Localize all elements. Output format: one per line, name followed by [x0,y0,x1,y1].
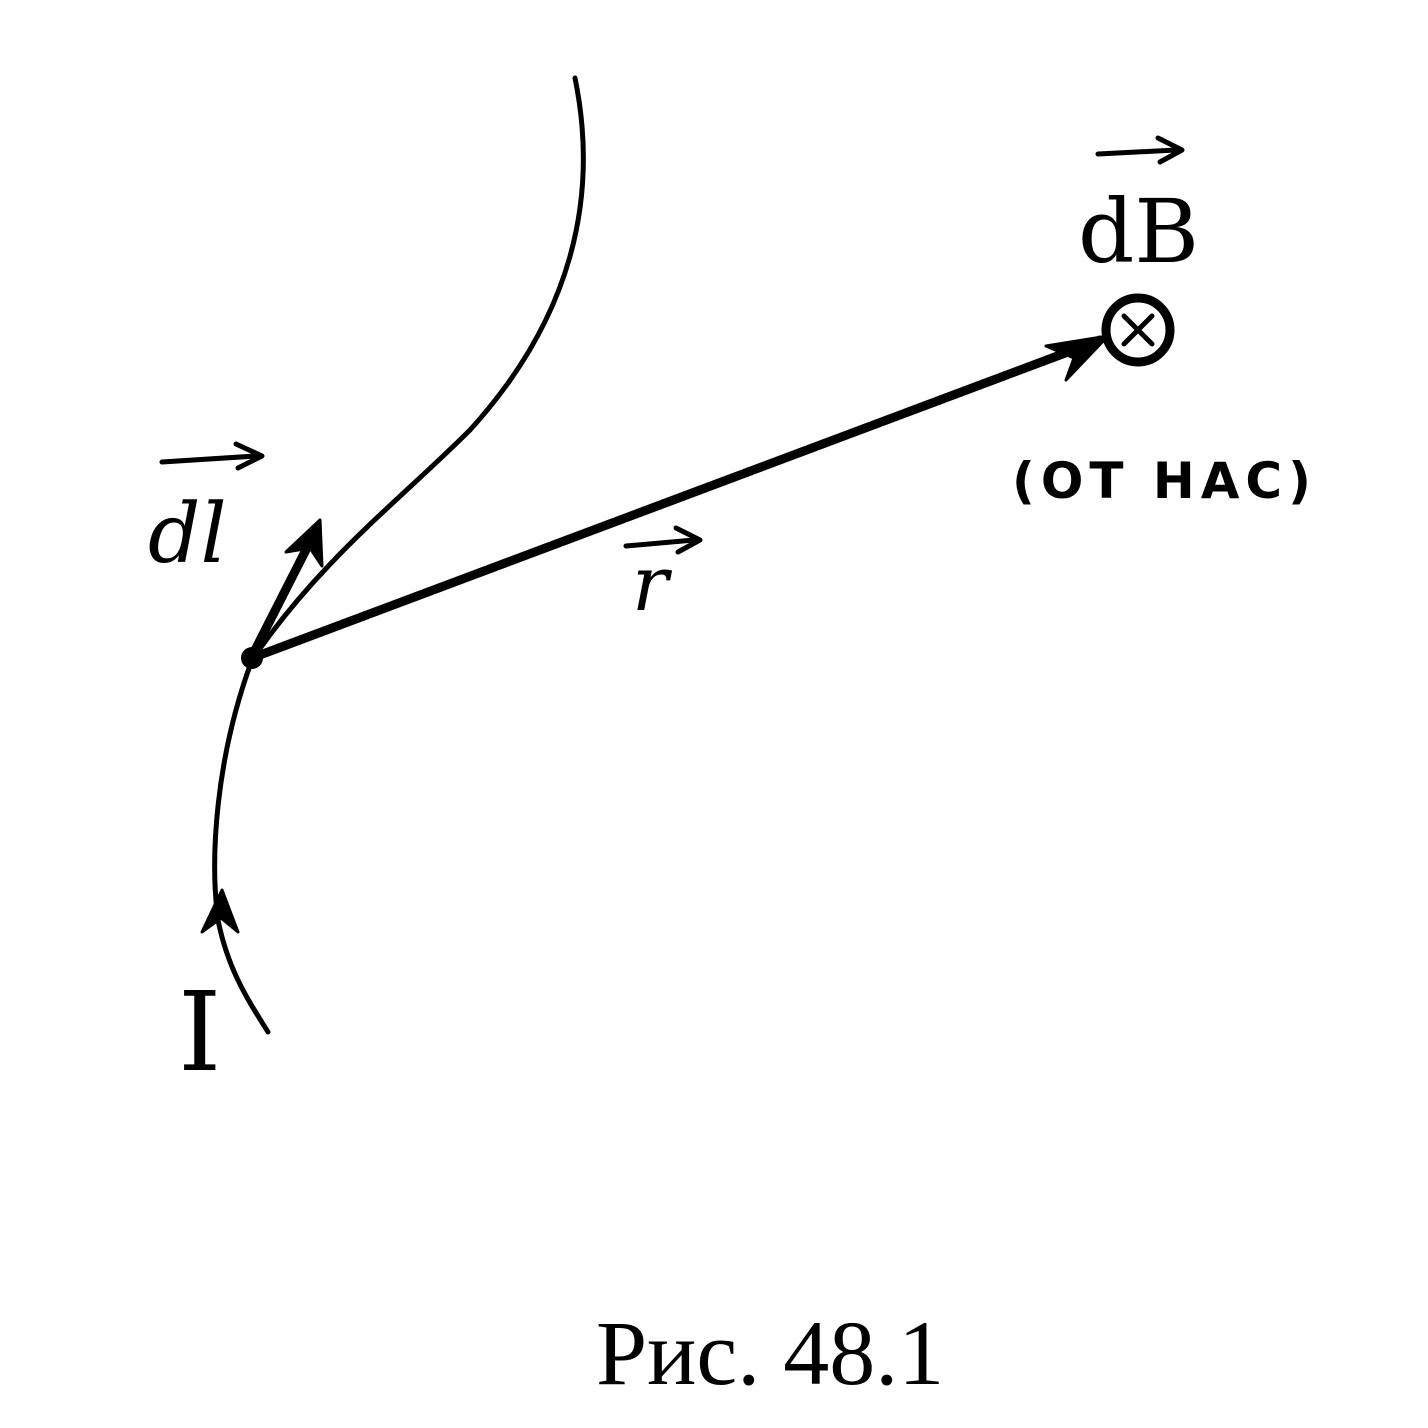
current-direction-arrowhead [200,888,240,934]
figure-caption: Рис. 48.1 [596,1302,944,1404]
dl-vector-arrowhead [284,518,324,568]
radius-vector-arrowhead [1044,334,1110,382]
dl-label-text: dl [148,487,227,582]
circle-cross-icon [1101,293,1175,367]
conductor-upper [249,75,586,663]
r-label-text: r [632,539,673,628]
current-label: I [178,968,221,1096]
current-element-point [241,647,263,669]
conductor-lower [212,657,271,1035]
dl-label: dl [148,441,265,582]
db-label: dB [1078,135,1199,283]
db-label-text: dB [1078,180,1199,283]
direction-note: (ОТ НАС) [1012,452,1317,510]
dl-vector-line [247,533,317,661]
radius-vector-line [247,335,1105,663]
r-label: r [623,525,703,628]
